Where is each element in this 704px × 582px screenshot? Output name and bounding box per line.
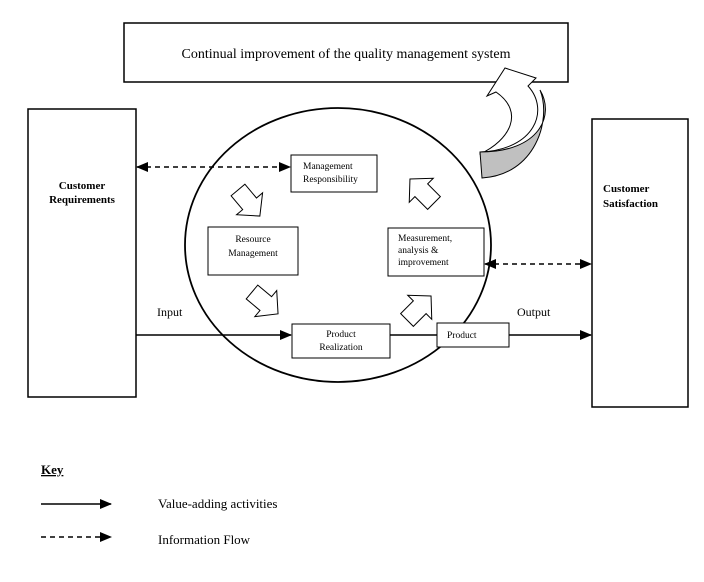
measurement-line1: Measurement, — [398, 234, 452, 244]
customer-requirements-box — [27, 108, 137, 398]
arrow-realization-to-measurement — [399, 294, 433, 328]
product-box: Product — [436, 322, 510, 348]
improvement-label: Continual improvement of the quality man… — [182, 47, 511, 62]
arrow-measurement-to-management — [408, 177, 442, 211]
input-label: Input — [157, 305, 183, 319]
arrow-resource-to-realization — [245, 284, 279, 318]
management-responsibility-box: Management Responsibility — [290, 154, 378, 193]
resource-management-box: Resource Management — [207, 226, 299, 276]
output-label: Output — [517, 305, 551, 319]
management-line1: Management — [303, 162, 353, 172]
key-dashed-label: Information Flow — [158, 532, 251, 547]
key-solid-label: Value-adding activities — [158, 496, 278, 511]
improvement-box — [123, 22, 569, 83]
resource-line2: Management — [228, 249, 278, 259]
measurement-analysis-box: Measurement, analysis & improvement — [387, 227, 485, 277]
arrow-management-to-resource — [230, 183, 264, 217]
customer-requirements-line1: Customer — [59, 180, 106, 192]
customer-requirements-line2: Requirements — [49, 194, 116, 206]
management-line2: Responsibility — [303, 175, 358, 185]
customer-satisfaction-line1: Customer — [603, 183, 650, 195]
customer-satisfaction-line2: Satisfaction — [603, 198, 658, 210]
realization-line1: Product — [326, 330, 356, 340]
resource-line1: Resource — [235, 235, 270, 245]
improvement-curved-arrow — [479, 67, 546, 179]
realization-line2: Realization — [319, 343, 363, 353]
measurement-line3: improvement — [398, 258, 449, 268]
product-realization-box: Product Realization — [291, 323, 391, 359]
product-label: Product — [447, 331, 477, 341]
customer-satisfaction-box — [591, 118, 689, 408]
key-title: Key — [41, 462, 64, 477]
measurement-line2: analysis & — [398, 246, 439, 256]
